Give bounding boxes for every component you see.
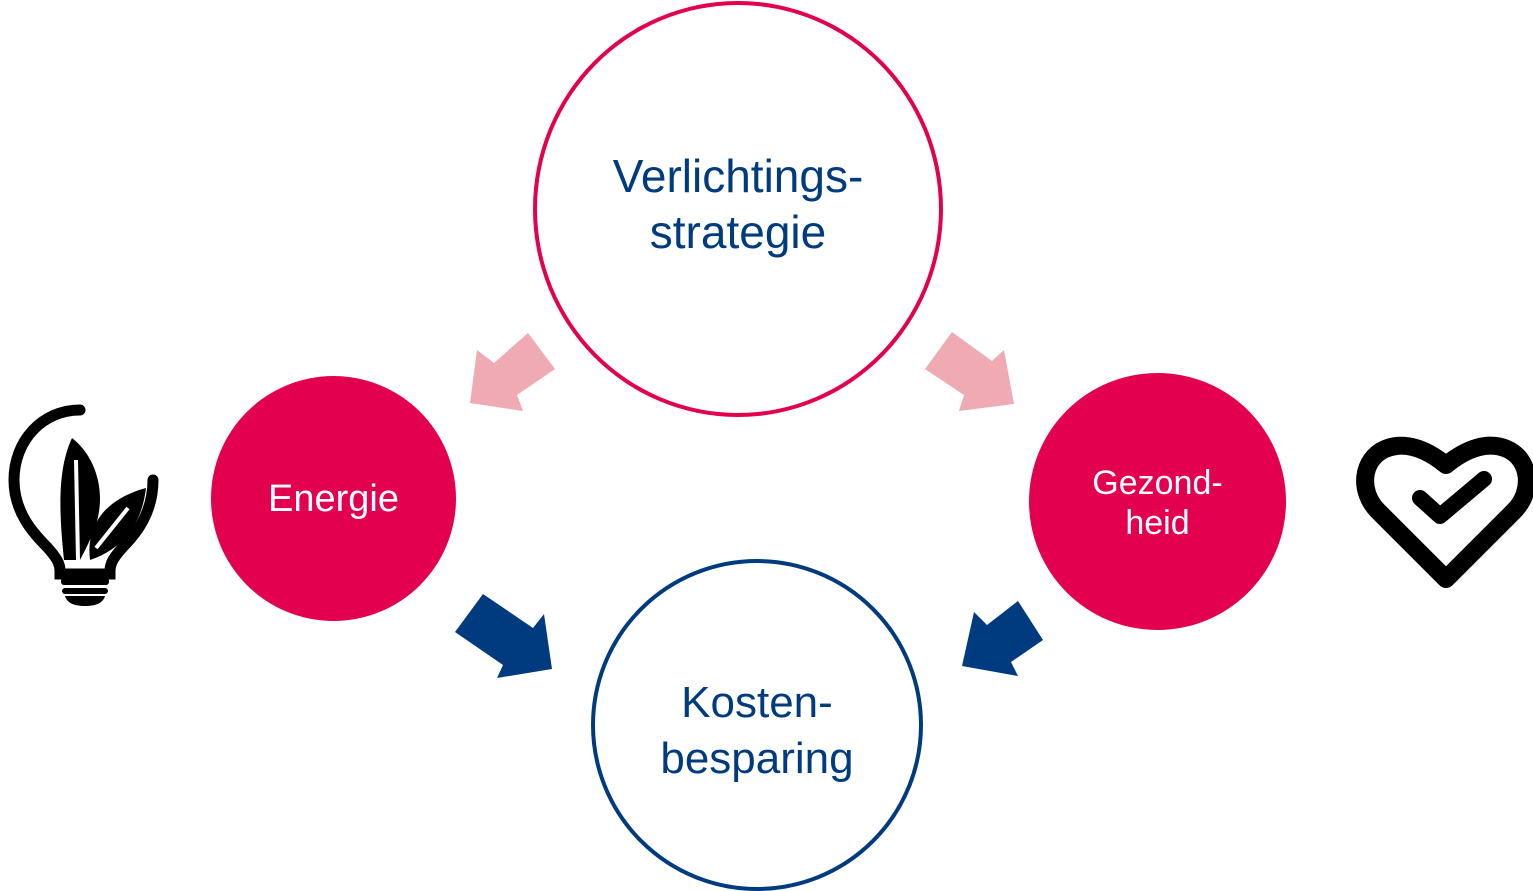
node-verlichtingsstrategie-line1: Verlichtings- <box>612 150 864 202</box>
node-gezondheid-line1: Gezond- <box>1092 463 1223 502</box>
node-gezondheid: Gezond- heid <box>1029 373 1286 630</box>
node-kostenbesparing: Kosten- besparing <box>591 559 923 891</box>
node-verlichtingsstrategie: Verlichtings- strategie <box>533 1 943 417</box>
node-kostenbesparing-line1: Kosten- <box>681 678 833 727</box>
heart-check-icon <box>1356 436 1533 588</box>
node-gezondheid-line2: heid <box>1125 503 1190 542</box>
arrow-energie-to-kosten <box>455 594 552 678</box>
arrow-gezondheid-to-kosten <box>962 601 1043 676</box>
node-verlichtingsstrategie-line2: strategie <box>649 206 827 258</box>
arrow-top-to-energie <box>470 333 555 411</box>
node-energie: Energie <box>211 376 456 621</box>
arrow-top-to-gezondheid <box>925 332 1014 411</box>
node-energie-label: Energie <box>268 477 399 520</box>
node-kostenbesparing-line2: besparing <box>660 734 854 783</box>
lightbulb-leaf-icon <box>8 404 159 606</box>
